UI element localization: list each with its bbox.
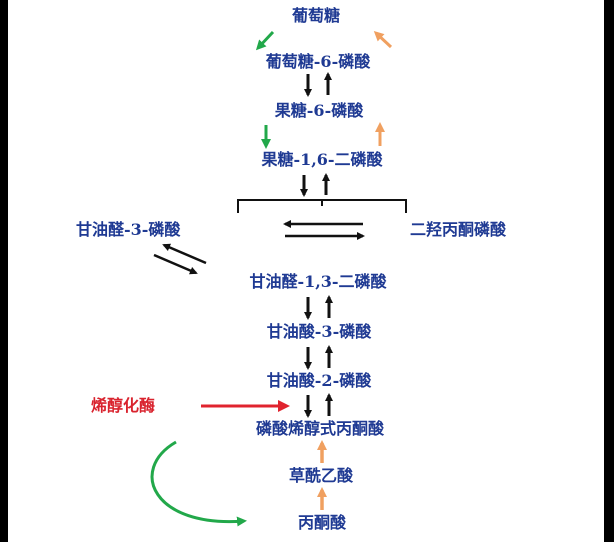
node-fructose-6-phosphate: 果糖-6-磷酸 xyxy=(274,101,364,120)
orange-arrow-g6p-to-glucose xyxy=(373,30,393,49)
node-2-phosphoglycerate: 甘油酸-2-磷酸 xyxy=(266,371,372,390)
green-curved-arrow-pep-to-pyruvate xyxy=(150,440,247,527)
node-pyruvate: 丙酮酸 xyxy=(297,513,347,532)
diagonal-arrow-down xyxy=(153,253,198,275)
pathway-diagram: 葡萄糖 葡萄糖-6-磷酸 果糖-6-磷酸 果糖-1,6-二磷酸 甘油醛-3-磷酸… xyxy=(8,0,604,542)
node-fructose-1-6-bisphosphate: 果糖-1,6-二磷酸 xyxy=(261,150,383,169)
diagonal-arrow-up xyxy=(162,243,207,265)
node-glyceraldehyde-3-phosphate: 甘油醛-3-磷酸 xyxy=(76,220,181,239)
node-phosphoenolpyruvate: 磷酸烯醇式丙酮酸 xyxy=(255,419,385,438)
node-glucose: 葡萄糖 xyxy=(291,6,341,25)
node-glucose-6-phosphate: 葡萄糖-6-磷酸 xyxy=(265,52,371,71)
node-3-phosphoglycerate: 甘油酸-3-磷酸 xyxy=(266,322,372,341)
arrow-layer xyxy=(150,30,407,527)
node-dihydroxyacetone-phosphate: 二羟丙酮磷酸 xyxy=(410,220,507,239)
green-arrow-glucose-to-g6p xyxy=(255,30,275,51)
node-1-3-bisphosphoglycerate: 甘油醛-1,3-二磷酸 xyxy=(249,272,387,291)
node-oxaloacetate: 草酰乙酸 xyxy=(288,466,354,485)
enzyme-label: 烯醇化酶 xyxy=(91,396,156,415)
